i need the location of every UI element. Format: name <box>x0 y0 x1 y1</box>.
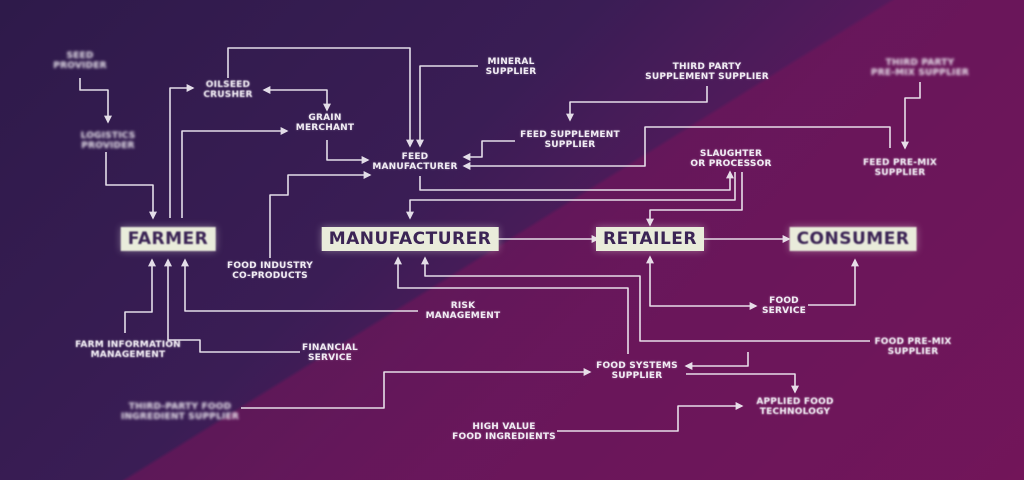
connector-crusher-farmer <box>169 84 195 218</box>
manufacturer-node: MANUFACTURER <box>321 227 499 251</box>
connector-coproducts-feed <box>269 171 372 258</box>
connector-tps-fss <box>566 86 708 122</box>
connector-seed-logistics <box>79 78 112 124</box>
farmer-node: FARMER <box>120 227 216 251</box>
connector-merchant-farmer <box>181 127 289 218</box>
connector-financial-farmer <box>164 258 300 353</box>
connector-foodsys-foodpremix <box>684 352 749 370</box>
retailer-node: RETAILER <box>596 227 704 251</box>
connector-foodservice-consumer <box>808 258 859 306</box>
connector-premix-feed <box>462 126 891 170</box>
connector-fss-feed <box>462 140 515 161</box>
connector-fss-manufacturer <box>394 256 629 354</box>
connector-tpfi-foodsys <box>241 368 592 409</box>
connector-foodsys-aft <box>686 373 799 394</box>
connector-tppm-fpm <box>901 82 921 150</box>
connector-risk-farmer <box>181 258 418 312</box>
connector-retailer-foodservice <box>646 255 758 310</box>
connector-merchant-feed <box>326 140 370 164</box>
connector-fpm-manufacturer <box>421 256 870 342</box>
connector-slaughter-retailer <box>646 172 743 227</box>
connector-feed-slaughter <box>419 170 734 191</box>
connector-hvfi-aft <box>557 402 744 432</box>
connector-logistics-farmer <box>105 152 157 220</box>
connector-crusher-feed <box>227 47 414 148</box>
connector-fim-farmer <box>124 258 156 333</box>
consumer-node: CONSUMER <box>789 227 917 251</box>
connector-crusher-merchant <box>262 86 331 112</box>
connector-mineral-feed <box>416 65 478 148</box>
connector-slaughter-manufacturer <box>406 172 736 220</box>
